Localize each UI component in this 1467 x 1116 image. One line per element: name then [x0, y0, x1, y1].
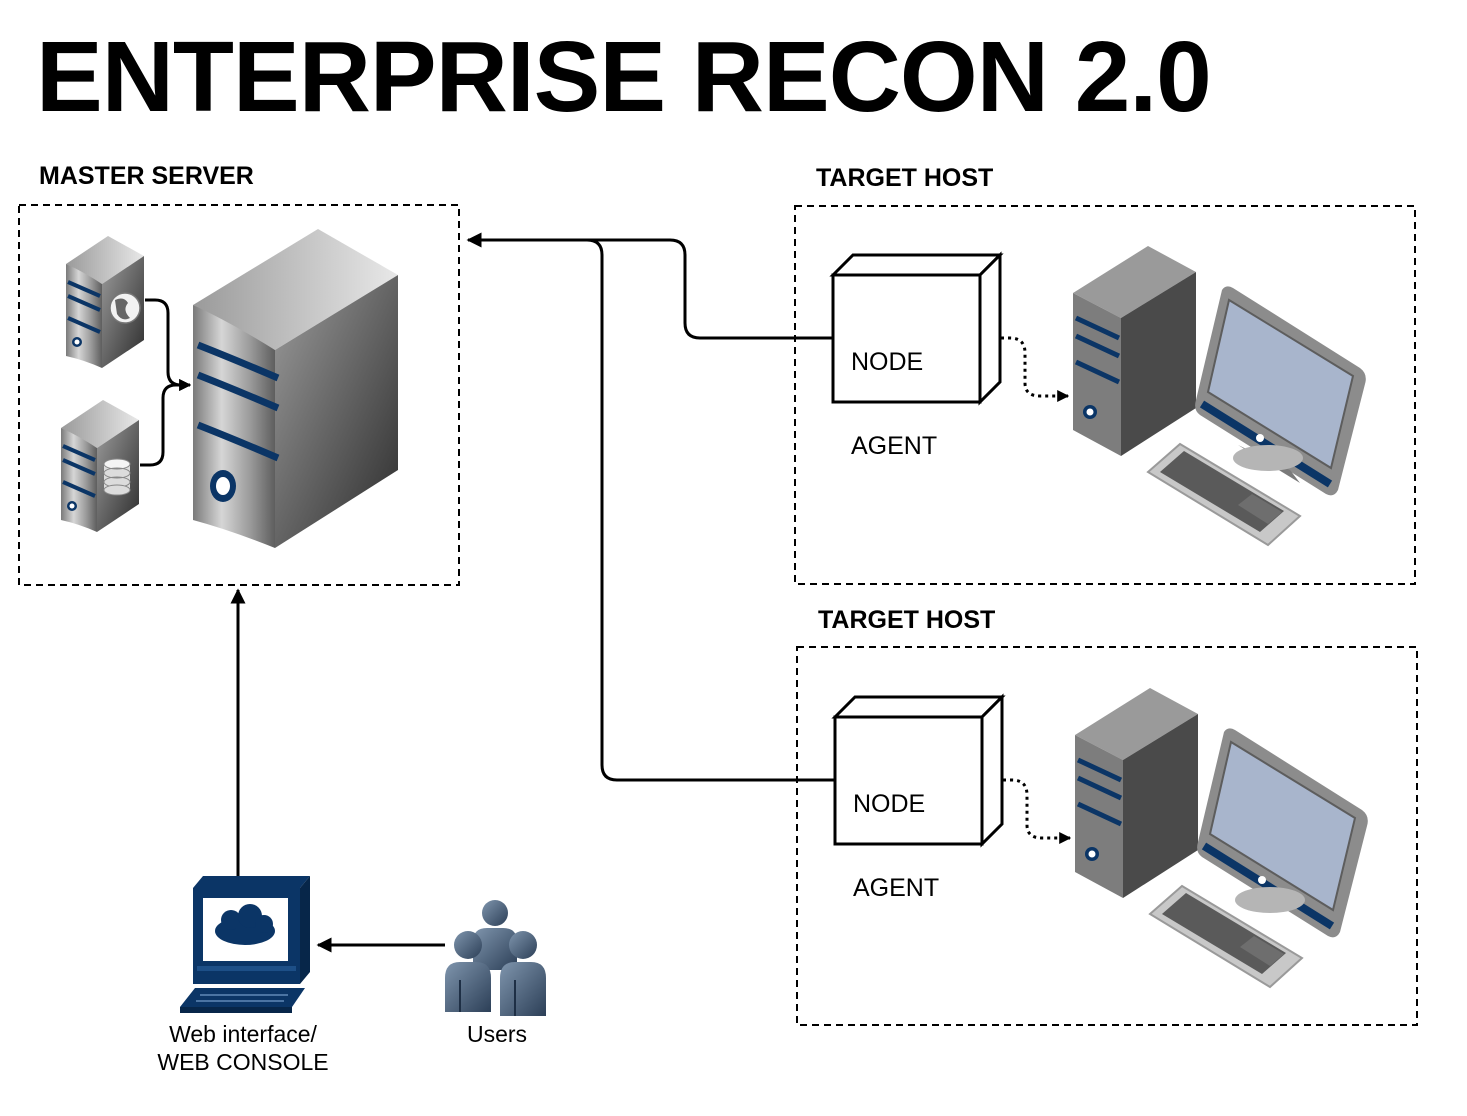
node-agent-box-2: [831, 693, 1006, 848]
agent2-to-pc-dotted: [982, 778, 1072, 844]
web-console-caption: Web interface/ WEB CONSOLE: [143, 1020, 343, 1076]
target-host-label-1: TARGET HOST: [816, 164, 994, 192]
node-agent-2-line2: AGENT: [853, 874, 940, 902]
agent1-to-master-connector: [466, 232, 833, 340]
user-figure-left: [445, 931, 491, 1012]
web-server-icon: [66, 236, 144, 368]
master-server-boundary: [18, 204, 460, 586]
database-server-icon: [61, 400, 139, 532]
node-agent-label-1: NODE AGENT: [851, 292, 937, 488]
target-host-boundary-2: [796, 646, 1418, 1026]
target-host-label-2: TARGET HOST: [818, 606, 996, 634]
master-server-icon: [193, 229, 398, 548]
node-agent-box-1: [829, 251, 1004, 406]
web-server-to-master-connector: [145, 298, 192, 391]
node-agent-1-line1: NODE: [851, 348, 924, 376]
connectors: [140, 232, 835, 953]
dotted-connectors: [980, 336, 1072, 844]
cloud-icon: [215, 904, 275, 945]
web-console-caption-line1: Web interface/: [169, 1021, 317, 1047]
target-pc-icon-1: [1073, 246, 1366, 547]
agent1-to-pc-dotted: [980, 336, 1070, 402]
page-title: ENTERPRISE RECON 2.0: [36, 21, 1212, 133]
agent2-to-master-connector: [586, 238, 835, 782]
target-host-boundary-1: [794, 205, 1416, 585]
user-figure-right: [500, 931, 546, 1016]
node-agent-label-2: NODE AGENT: [853, 734, 939, 930]
db-server-to-master-connector: [140, 379, 192, 467]
node-agent-1-line2: AGENT: [851, 432, 938, 460]
node-agent-2-line1: NODE: [853, 790, 926, 818]
target-pc-icon-2: [1075, 688, 1368, 989]
database-icon: [103, 458, 131, 496]
users-icon: [445, 900, 546, 1016]
users-caption: Users: [466, 1021, 528, 1047]
web-console-icon: [180, 876, 310, 1013]
web-console-caption-line2: WEB CONSOLE: [157, 1049, 329, 1075]
master-server-label: MASTER SERVER: [39, 162, 254, 190]
user-figure-back: [473, 900, 517, 970]
